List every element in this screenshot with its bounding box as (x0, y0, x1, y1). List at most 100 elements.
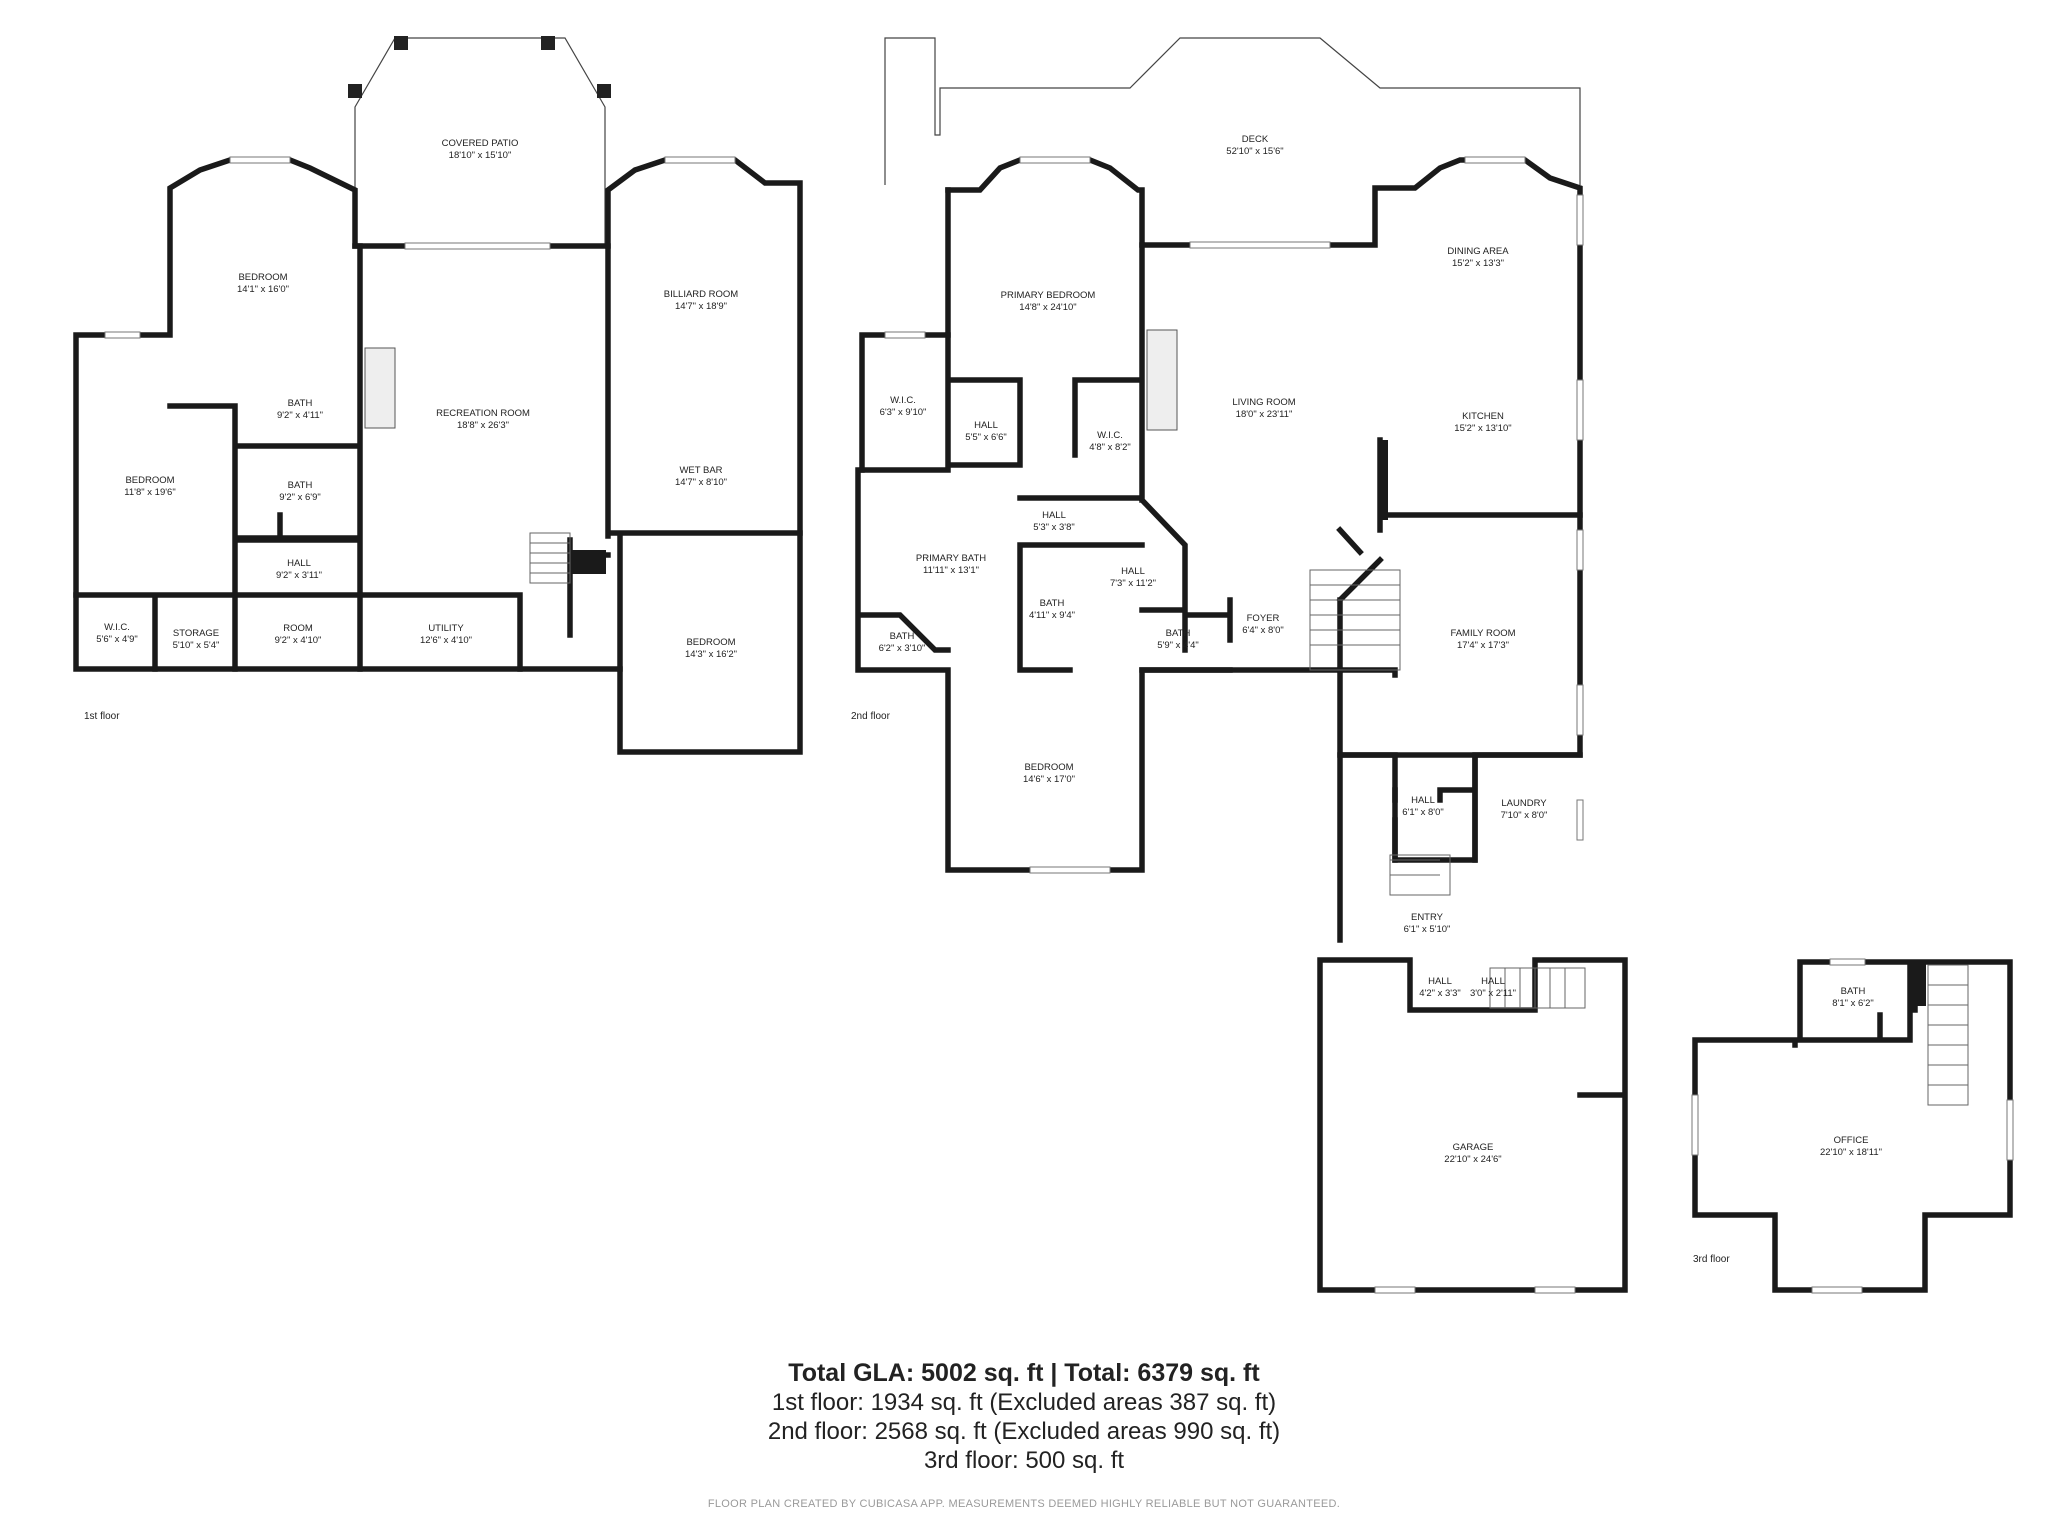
second-floor-plan (855, 37, 1628, 1294)
chimney-block (572, 550, 606, 574)
window (1576, 529, 1584, 571)
room-dims: 17'4" x 17'3" (1457, 640, 1509, 651)
second-floor-label: 2nd floor (851, 711, 891, 722)
room-dims: 5'6" x 4'9" (96, 634, 138, 645)
room-dims: 6'3" x 9'10" (880, 407, 927, 418)
room-dims: 14'1" x 16'0" (237, 284, 289, 295)
room-name: W.I.C. (104, 622, 130, 633)
third-floor-label: 3rd floor (1693, 1254, 1730, 1265)
window (2006, 1099, 2014, 1161)
garage-wall (1317, 957, 1628, 1293)
room-dims: 14'7" x 8'10" (675, 477, 727, 488)
room-name: HALL (1121, 566, 1145, 577)
room-dims: 7'10" x 8'0" (1501, 810, 1548, 821)
window (1829, 958, 1866, 966)
garage-stairs (1489, 967, 1586, 1009)
room-name: COVERED PATIO (442, 138, 519, 149)
kitchen-counter (1380, 440, 1388, 520)
room-dims: 4'2" x 3'3" (1419, 988, 1461, 999)
patio-column (394, 36, 408, 50)
room-name: HALL (1481, 976, 1505, 987)
window (1189, 241, 1331, 249)
room-name: LIVING ROOM (1232, 397, 1295, 408)
total-area-headline: Total GLA: 5002 sq. ft | Total: 6379 sq.… (788, 1359, 1260, 1387)
patio-column (348, 84, 362, 98)
window (104, 331, 141, 339)
room-dims: 4'11" x 9'4" (1029, 610, 1075, 621)
window (1019, 156, 1091, 164)
room-dims: 9'2" x 6'9" (279, 492, 321, 503)
room-name: BATH (1166, 628, 1191, 639)
room-name: GARAGE (1453, 1142, 1494, 1153)
room-dims: 14'3" x 16'2" (685, 649, 737, 660)
third-floor-wall (1692, 959, 2013, 1293)
room-name: RECREATION ROOM (436, 408, 530, 419)
window (1464, 156, 1526, 164)
room-dims: 14'8" x 24'10" (1019, 302, 1076, 313)
room-dims: 14'7" x 18'9" (675, 301, 727, 312)
room-name: DECK (1242, 134, 1269, 145)
window (229, 156, 291, 164)
first-floor-plan (73, 36, 803, 755)
room-dims: 52'10" x 15'6" (1226, 146, 1283, 157)
room-dims: 9'2" x 3'11" (276, 570, 322, 581)
room-dims: 11'11" x 13'1" (923, 565, 979, 576)
room-dims: 6'1" x 8'0" (1402, 807, 1444, 818)
room-name: OFFICE (1834, 1135, 1869, 1146)
room-dims: 5'3" x 3'8" (1033, 522, 1075, 533)
deck-outline (884, 37, 1581, 185)
room-name: BATH (1841, 986, 1866, 997)
room-dims: 15'2" x 13'10" (1454, 423, 1511, 434)
room-name: UTILITY (428, 623, 464, 634)
room-dims: 8'1" x 6'2" (1832, 998, 1874, 1009)
room-dims: 5'9" x 4'4" (1157, 640, 1199, 651)
room-name: BATH (890, 631, 915, 642)
third-floor-stairs (1927, 964, 1969, 1106)
room-dims: 11'8" x 19'6" (124, 487, 175, 498)
room-name: ROOM (283, 623, 313, 634)
room-dims: 7'3" x 11'2" (1110, 578, 1156, 589)
svg-text:W.I.C.6'3" x 9'10": W.I.C.6'3" x 9'10" (880, 395, 927, 418)
svg-text:W.I.C.4'8" x 8'2": W.I.C.4'8" x 8'2" (1089, 430, 1131, 453)
third-floor-plan (1691, 958, 2014, 1294)
room-name: KITCHEN (1462, 411, 1504, 422)
room-name: HALL (287, 558, 311, 569)
first-floor-area: 1st floor: 1934 sq. ft (Excluded areas 3… (771, 1389, 1277, 1416)
window (1534, 1286, 1576, 1294)
window (1576, 379, 1584, 441)
window (1811, 1286, 1863, 1294)
room-name: BEDROOM (1024, 762, 1073, 773)
window (1576, 684, 1584, 736)
room-dims: 12'6" x 4'10" (420, 635, 472, 646)
room-name: STORAGE (173, 628, 219, 639)
disclaimer-footer: FLOOR PLAN CREATED BY CUBICASA APP. MEAS… (707, 1498, 1341, 1510)
window (664, 156, 736, 164)
floor-labels: 1st floor 2nd floor 3rd floor (84, 711, 1730, 1265)
window (1576, 194, 1584, 246)
room-name: BEDROOM (238, 272, 287, 283)
room-name: BEDROOM (686, 637, 735, 648)
